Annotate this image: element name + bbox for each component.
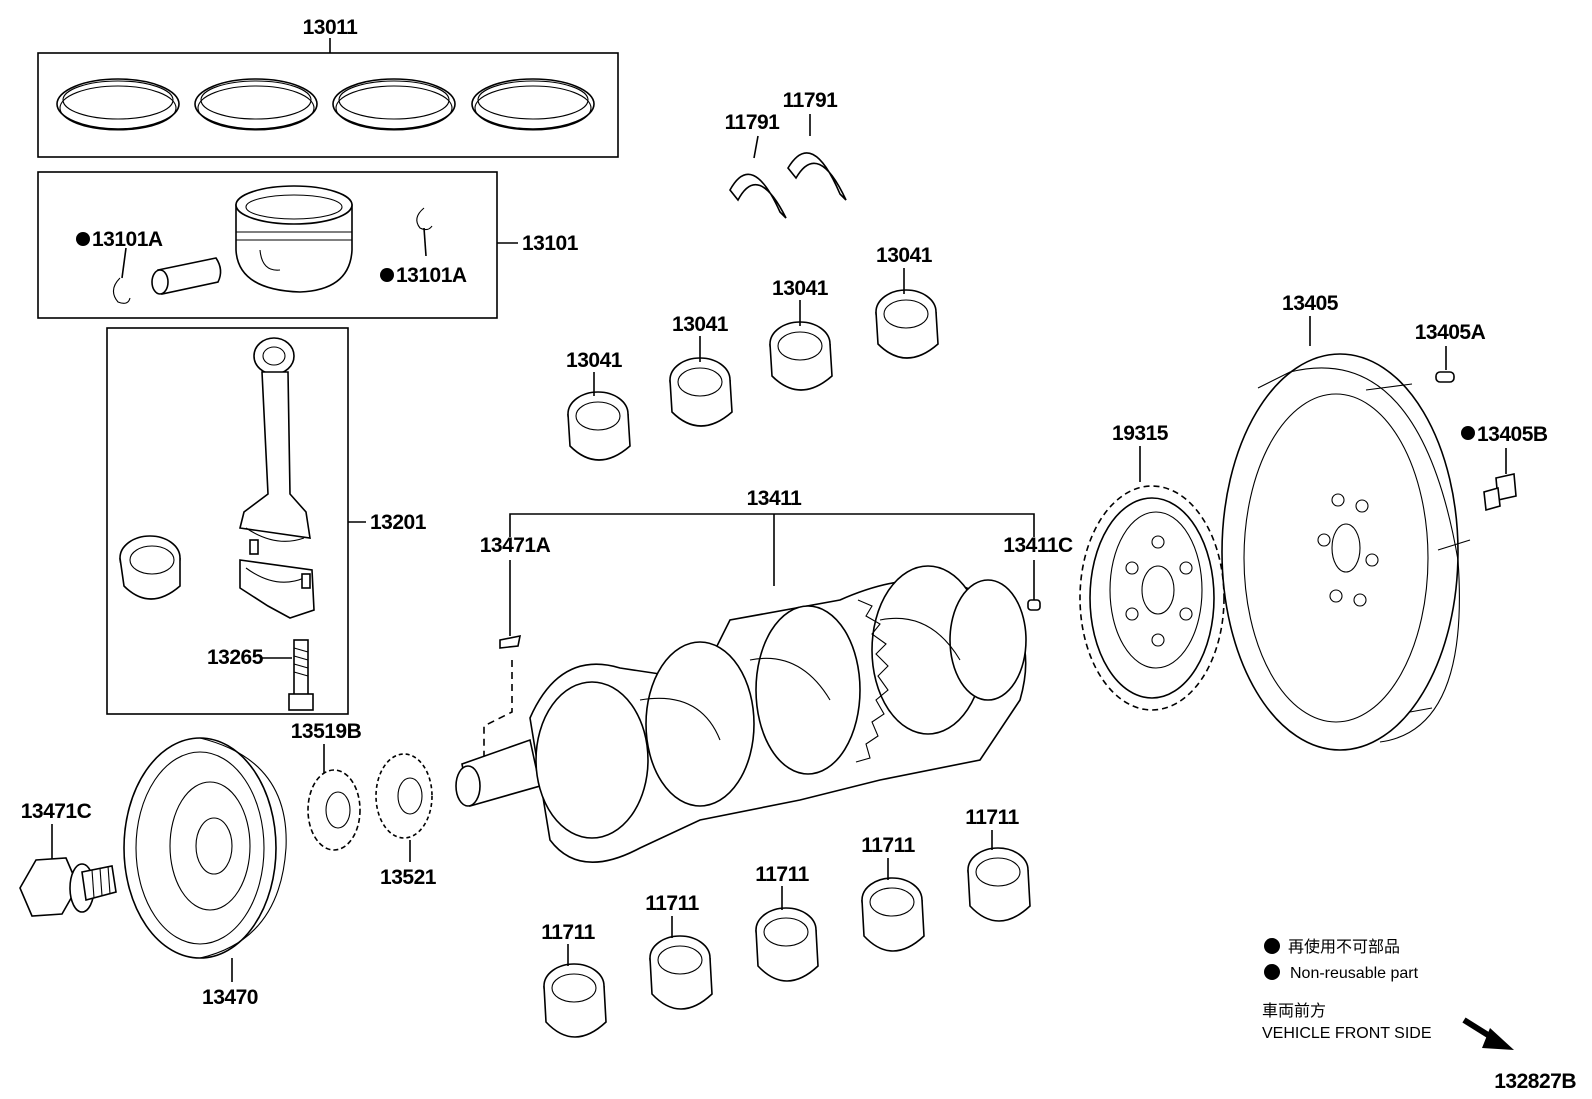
drive-plate (1221, 353, 1471, 751)
legend: 再使用不可部品 Non-reusable part 車両前方 VEHICLE F… (1262, 938, 1514, 1050)
rod-bearing-2 (669, 357, 733, 427)
label-13405: 13405 (1282, 292, 1339, 315)
piston-ring-3 (332, 78, 456, 131)
label-13041-1: 13041 (566, 349, 623, 372)
crank-angle-sensor-plate (307, 769, 361, 851)
piston (235, 185, 353, 293)
label-19315: 19315 (1112, 422, 1169, 445)
legend-non-reusable-en: Non-reusable part (1290, 965, 1419, 982)
pulley-group: 13470 (123, 737, 287, 1009)
piston-ring-1 (56, 78, 180, 131)
label-13521: 13521 (380, 866, 437, 889)
dowel-upper (249, 539, 259, 555)
label-13201: 13201 (370, 511, 427, 534)
main-bearing-5 (967, 847, 1031, 922)
label-13101: 13101 (522, 232, 579, 255)
thrust-washer-left (729, 173, 787, 219)
rod-bearing-4 (875, 289, 939, 359)
vehicle-front-arrow-icon (1462, 1017, 1514, 1050)
non-reusable-mark-13405B (1461, 426, 1475, 440)
timing-rotor (1079, 485, 1225, 711)
label-11791-right: 11791 (783, 89, 839, 112)
label-13405A: 13405A (1415, 321, 1486, 344)
main-bearing-3 (755, 907, 819, 982)
label-13471C: 13471C (21, 800, 92, 823)
crankshaft-key (499, 634, 522, 649)
drive-plate-pin (1435, 371, 1455, 383)
connecting-rod-group: 13265 13201 (106, 327, 427, 715)
piston-ring-4 (471, 78, 595, 131)
main-bearing-2 (649, 935, 713, 1010)
drive-plate-group: 13405 13405A 13405B (1221, 292, 1548, 751)
legend-front-jp: 車両前方 (1262, 1002, 1326, 1020)
legend-front-en: VEHICLE FRONT SIDE (1262, 1025, 1432, 1042)
sensor-plate-group: 13519B (291, 720, 362, 851)
legend-non-reusable-jp: 再使用不可部品 (1288, 938, 1400, 956)
label-13405B: 13405B (1477, 423, 1548, 446)
label-11711-1: 11711 (541, 921, 595, 944)
main-bearings-group: 11711 11711 11711 11711 11711 (541, 806, 1031, 1038)
connecting-rod-box (106, 327, 349, 715)
label-13041-3: 13041 (772, 277, 829, 300)
label-13011: 13011 (303, 16, 359, 39)
snap-ring-right (416, 207, 433, 231)
crankshaft-pin (1027, 599, 1041, 611)
piston-ring-set-box (37, 52, 619, 158)
piston-box (37, 171, 498, 319)
dowel-lower (301, 573, 311, 589)
label-11711-2: 11711 (645, 892, 699, 915)
label-11711-4: 11711 (861, 834, 915, 857)
crankshaft-timing-gear (375, 753, 433, 839)
pulley-bolt-group: 13471C (19, 800, 117, 917)
main-bearing-1 (543, 963, 607, 1038)
crankshaft (455, 565, 1027, 864)
label-11711-3: 11711 (755, 863, 809, 886)
piston-pin (151, 257, 222, 295)
label-13041-4: 13041 (876, 244, 933, 267)
diagram-id: 132827B (1494, 1070, 1576, 1093)
label-13411C: 13411C (1003, 534, 1073, 557)
snap-ring-left (112, 277, 131, 304)
crankshaft-group: 13411 13471A 13411C (455, 487, 1074, 864)
label-13265: 13265 (207, 646, 264, 669)
legend-bullet-jp (1264, 938, 1280, 954)
rod-bearing-1 (567, 391, 631, 461)
thrust-washer-right (787, 152, 847, 201)
connecting-rod-bolt (288, 639, 314, 711)
label-13041-2: 13041 (672, 313, 729, 336)
crankshaft-pulley (123, 737, 287, 959)
label-13411: 13411 (747, 487, 803, 510)
label-13101A-right: 13101A (396, 264, 467, 287)
label-13101A-left: 13101A (92, 228, 163, 251)
rod-bearings-group: 13041 13041 13041 13041 (566, 244, 939, 461)
connecting-rod-bearing-shell (119, 535, 181, 600)
drive-plate-bolt (1483, 473, 1517, 512)
crankshaft-pulley-bolt (19, 857, 117, 917)
piston-group: 13101A 13101A 13101 (37, 171, 579, 319)
legend-bullet-en (1264, 964, 1280, 980)
label-13471A: 13471A (480, 534, 551, 557)
piston-ring-set-group: 13011 (37, 16, 619, 158)
timing-gear-group: 13521 (375, 753, 437, 889)
connecting-rod (239, 337, 315, 619)
non-reusable-mark-left (76, 232, 90, 246)
timing-rotor-group: 19315 (1079, 422, 1225, 711)
label-13519B: 13519B (291, 720, 362, 743)
rod-bearing-3 (769, 321, 833, 391)
piston-ring-2 (194, 78, 318, 131)
label-11711-5: 11711 (965, 806, 1019, 829)
label-11791-left: 11791 (725, 111, 781, 134)
main-bearing-4 (861, 877, 925, 952)
label-13470: 13470 (202, 986, 258, 1009)
non-reusable-mark-right (380, 268, 394, 282)
thrust-washers-group: 11791 11791 (725, 89, 847, 219)
